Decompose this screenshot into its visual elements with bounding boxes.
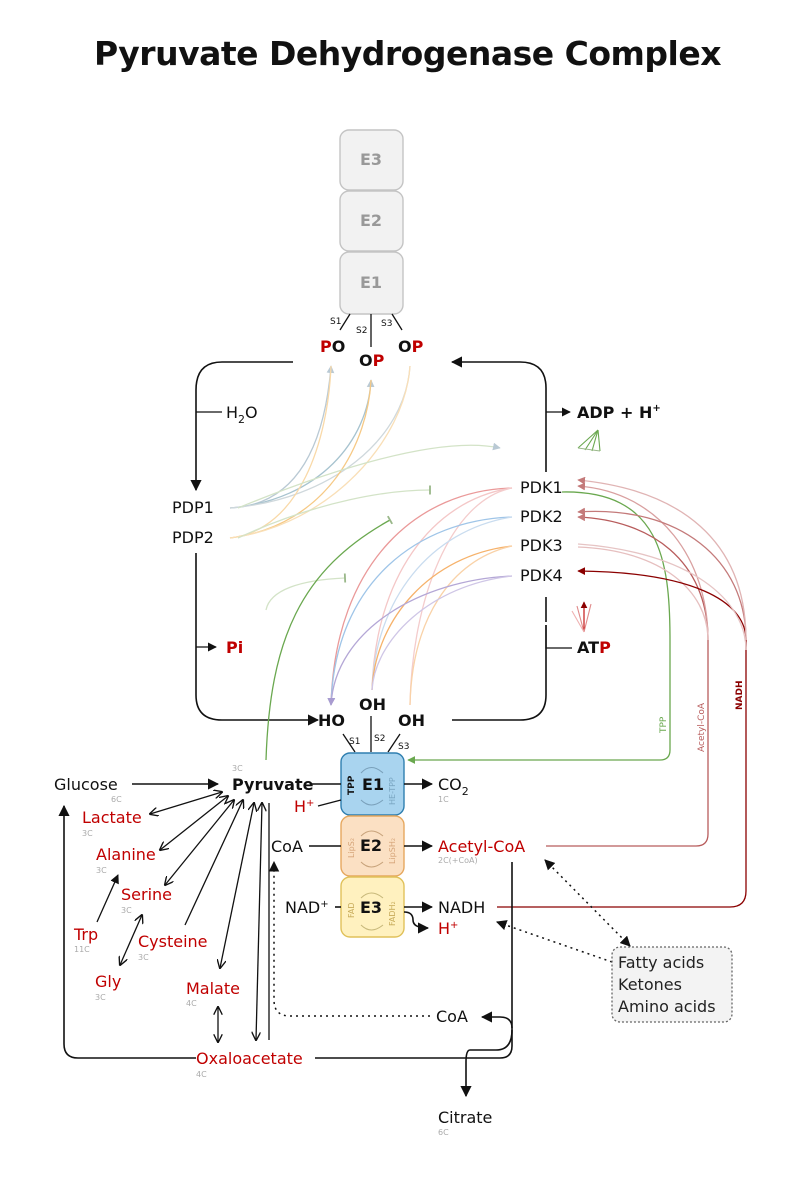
pdp-regulation-curves — [229, 365, 501, 539]
lipsh-label: LipSH₂ — [388, 838, 397, 864]
pdk4-label: PDK4 — [520, 566, 563, 585]
malate-label: Malate — [186, 979, 240, 998]
source-fatty-acids: Fatty acids — [618, 953, 704, 972]
lower-s3-label: S3 — [398, 742, 409, 752]
tpp-label: TPP — [347, 775, 357, 795]
op1-p: P — [373, 351, 385, 370]
oxaloacetate-carbon: 4C — [196, 1070, 207, 1079]
enzyme-complex: E1 E2 E3 TPP HE-TPP LipS₂ LipSH₂ FAD FAD… — [340, 752, 405, 938]
pdk2-label: PDK2 — [520, 507, 563, 526]
pdp1-label: PDP1 — [172, 498, 214, 517]
tpp-line-label: TPP — [659, 716, 669, 734]
oh1-label: OH — [359, 695, 386, 714]
fad-label: FAD — [347, 903, 356, 919]
feedback-lines — [265, 476, 747, 908]
source-ketones: Ketones — [618, 975, 682, 994]
metabolite-arrows — [58, 778, 631, 1098]
citrate-label: Citrate — [438, 1108, 492, 1127]
co2-label: CO2 — [438, 775, 469, 798]
complex-stack: E3 E2 E1 S1 S2 S3 — [330, 129, 404, 347]
stack-e1-label: E1 — [360, 273, 382, 292]
phospho-sites: PO OP OP — [320, 337, 424, 370]
pyruvate-label: Pyruvate — [232, 775, 314, 794]
h-plus-1: H+ — [294, 797, 314, 816]
lower-s1-label: S1 — [349, 737, 360, 747]
op1-o: O — [359, 351, 373, 370]
serine-carbon: 3C — [121, 906, 132, 915]
lactate-label: Lactate — [82, 808, 142, 827]
cysteine-carbon: 3C — [138, 953, 149, 962]
dephospho-sites: HO OH OH S1 S2 S3 — [318, 695, 425, 753]
stack-e2-label: E2 — [360, 211, 382, 230]
coa-in-label: CoA — [271, 837, 303, 856]
source-amino-acids: Amino acids — [618, 997, 716, 1016]
lactate-carbon: 3C — [82, 829, 93, 838]
acetylcoa-line-label: Acetyl-CoA — [697, 702, 707, 752]
stack-s3-label: S3 — [381, 319, 392, 329]
stack-s1-label: S1 — [330, 317, 341, 327]
pi-label: Pi — [226, 638, 243, 657]
ho-label: HO — [318, 711, 345, 730]
co2-carbon: 1C — [438, 795, 449, 804]
adp-fan — [577, 429, 601, 452]
metabolite-labels: Glucose 6C Pyruvate 3C Lactate 3C Alanin… — [54, 764, 525, 1137]
serine-label: Serine — [121, 885, 172, 904]
acetyl-coa-label: Acetyl-CoA — [438, 837, 525, 856]
trp-label: Trp — [73, 925, 98, 944]
e1-label: E1 — [362, 775, 384, 794]
pdk-regulation-curves — [265, 487, 513, 706]
nadh-label: NADH — [438, 898, 485, 917]
stack-s2-label: S2 — [356, 326, 367, 336]
op2-p: P — [412, 337, 424, 356]
cysteine-label: Cysteine — [138, 932, 208, 951]
nad-label: NAD+ — [285, 898, 329, 917]
gly-label: Gly — [95, 972, 121, 991]
cycle-arrows — [190, 356, 572, 726]
pdk3-label: PDK3 — [520, 536, 563, 555]
glucose-label: Glucose — [54, 775, 118, 794]
citrate-carbon: 6C — [438, 1128, 449, 1137]
coa-out-label: CoA — [436, 1007, 468, 1026]
glucose-carbon: 6C — [111, 795, 122, 804]
svg-text:PO: PO — [320, 337, 345, 356]
adp-label: ADP + H+ — [577, 403, 661, 422]
he-tpp-label: HE-TPP — [388, 777, 397, 805]
page-title: Pyruvate Dehydrogenase Complex — [94, 34, 722, 73]
oxaloacetate-label: Oxaloacetate — [196, 1049, 303, 1068]
lower-s2-label: S2 — [374, 734, 385, 744]
po-p: P — [320, 337, 332, 356]
trp-carbon: 11C — [74, 945, 90, 954]
e3-label: E3 — [360, 898, 382, 917]
po-o: O — [332, 337, 346, 356]
op2-o: O — [398, 337, 412, 356]
malate-carbon: 4C — [186, 999, 197, 1008]
atp-label: ATP — [577, 638, 611, 657]
water-label: H2O — [226, 403, 258, 426]
pyruvate-carbon: 3C — [232, 764, 243, 773]
lips-label: LipS₂ — [347, 838, 356, 858]
stack-e3-label: E3 — [360, 150, 382, 169]
atp-fan — [571, 601, 592, 633]
svg-text:OP: OP — [398, 337, 424, 356]
fadh-label: FADH₂ — [388, 901, 397, 926]
alanine-label: Alanine — [96, 845, 156, 864]
svg-text:OP: OP — [359, 351, 385, 370]
acetyl-coa-carbon: 2C(+CoA) — [438, 856, 478, 865]
gly-carbon: 3C — [95, 993, 106, 1002]
nadh-line-label: NADH — [735, 680, 745, 710]
h-plus-2: H+ — [438, 919, 458, 938]
oh2-label: OH — [398, 711, 425, 730]
pdp2-label: PDP2 — [172, 528, 214, 547]
e2-label: E2 — [360, 836, 382, 855]
pdk1-label: PDK1 — [520, 478, 563, 497]
sources-box: Fatty acids Ketones Amino acids — [611, 946, 733, 1023]
alanine-carbon: 3C — [96, 866, 107, 875]
